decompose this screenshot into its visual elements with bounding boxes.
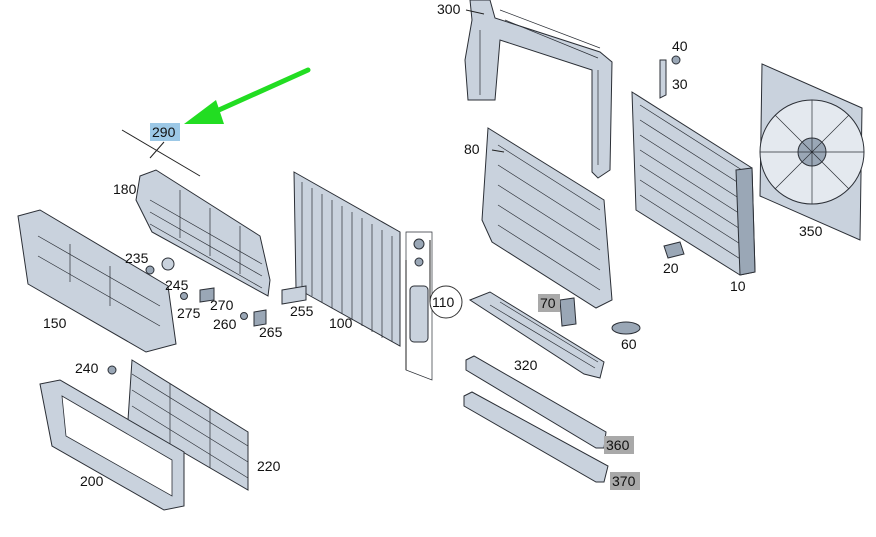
label-200[interactable]: 200: [80, 473, 104, 489]
label-240[interactable]: 240: [75, 360, 99, 376]
leader-lines: [121, 9, 505, 370]
part-240-screw[interactable]: [107, 365, 117, 375]
part-300-support-frame[interactable]: [464, 0, 613, 179]
label-320[interactable]: 320: [514, 357, 538, 373]
label-290-highlight: [150, 123, 180, 141]
label-275[interactable]: 275: [177, 305, 201, 321]
label-80[interactable]: 80: [464, 141, 480, 157]
label-255[interactable]: 255: [290, 303, 314, 319]
label-180[interactable]: 180: [113, 181, 137, 197]
label-70-bg: [538, 294, 560, 312]
part-270-clip[interactable]: [199, 287, 215, 303]
pointer-arrow: [184, 67, 311, 124]
label-40[interactable]: 40: [672, 38, 688, 54]
part-275-screw[interactable]: [180, 292, 188, 300]
label-245[interactable]: 245: [165, 277, 189, 293]
label-370[interactable]: 370: [612, 473, 636, 489]
label-150[interactable]: 150: [43, 315, 67, 331]
label-235[interactable]: 235: [125, 250, 149, 266]
part-10-radiator[interactable]: [631, 91, 756, 276]
label-260[interactable]: 260: [213, 316, 237, 332]
label-60[interactable]: 60: [621, 336, 637, 352]
part-245-washer[interactable]: [161, 257, 175, 271]
part-150-bumper-support[interactable]: [17, 209, 177, 353]
label-70[interactable]: 70: [540, 295, 556, 311]
part-235-screw[interactable]: [145, 265, 155, 275]
label-100[interactable]: 100: [329, 315, 353, 331]
label-300[interactable]: 300: [437, 1, 461, 17]
label-20[interactable]: 20: [663, 260, 679, 276]
label-350[interactable]: 350: [799, 223, 823, 239]
part-100-condenser[interactable]: [293, 171, 401, 347]
label-10[interactable]: 10: [730, 278, 746, 294]
label-360-bg: [604, 436, 634, 454]
part-370-seal-strip[interactable]: [463, 391, 609, 483]
part-350-fan-shroud[interactable]: [759, 63, 865, 241]
part-320-air-guide[interactable]: [468, 291, 605, 379]
label-265[interactable]: 265: [259, 324, 283, 340]
part-260-screw[interactable]: [240, 312, 248, 320]
part-30-bracket[interactable]: [659, 59, 667, 99]
part-80-radiator-frame[interactable]: [481, 127, 613, 309]
part-265-bracket[interactable]: [253, 309, 267, 327]
label-110[interactable]: 110: [432, 294, 455, 310]
part-60-mount[interactable]: [611, 321, 641, 335]
part-40-screw[interactable]: [671, 55, 681, 65]
label-290[interactable]: 290: [152, 124, 176, 140]
label-220[interactable]: 220: [257, 458, 281, 474]
label-360[interactable]: 360: [606, 437, 630, 453]
label-270[interactable]: 270: [210, 297, 234, 313]
part-255-connector[interactable]: [281, 285, 307, 305]
label-30[interactable]: 30: [672, 76, 688, 92]
part-220-lower-shutter[interactable]: [127, 359, 249, 491]
part-180-shutter-grille[interactable]: [135, 169, 271, 297]
label-370-bg: [610, 472, 640, 490]
part-20-sensor[interactable]: [663, 241, 685, 259]
part-200-air-duct[interactable]: [39, 379, 185, 511]
part-110-dryer[interactable]: [405, 231, 433, 381]
part-70-clip[interactable]: [559, 297, 577, 327]
